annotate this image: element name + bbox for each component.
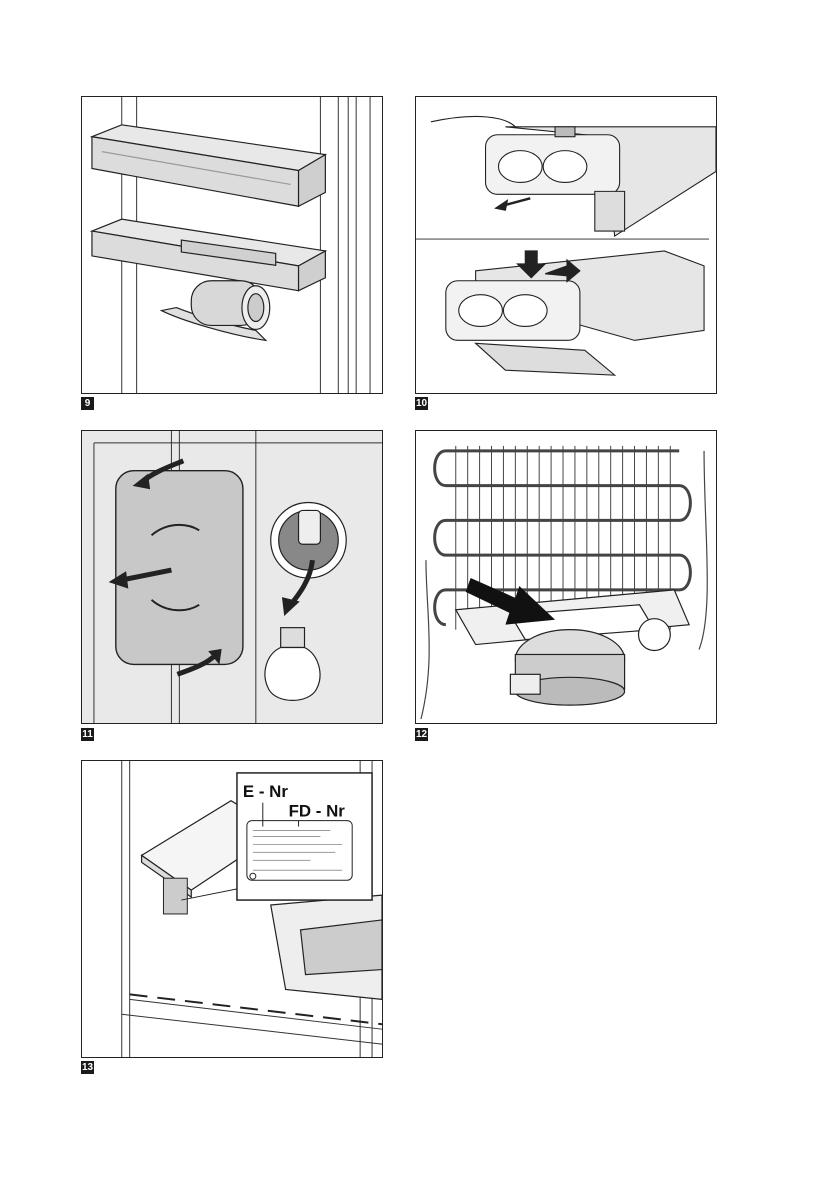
ice-box-illustration (416, 97, 716, 393)
figure-10-ice-box (415, 96, 717, 394)
e-nr-label: E - Nr (243, 782, 288, 801)
condenser-illustration (416, 431, 716, 723)
light-bulb-illustration (82, 431, 382, 723)
figure-number-12: 12 (415, 728, 428, 741)
figure-number-11: 11 (81, 728, 94, 741)
door-shelves-illustration (82, 97, 382, 393)
drawer (271, 895, 382, 999)
figure-number-9: 9 (81, 397, 94, 410)
figure-number-13: 13 (81, 1061, 94, 1074)
upper-door-shelf (92, 125, 325, 206)
lamp-cover (116, 471, 243, 665)
rating-plate-callout: E - Nr FD - Nr (237, 773, 372, 900)
rating-plate-location (163, 878, 187, 914)
rating-plate-illustration: E - Nr FD - Nr (82, 761, 382, 1057)
figure-11-light-bulb (81, 430, 383, 724)
figure-9-door-shelves (81, 96, 383, 394)
fd-nr-label: FD - Nr (289, 802, 346, 821)
figure-number-10: 10 (415, 397, 428, 410)
figure-13-rating-plate: E - Nr FD - Nr (81, 760, 383, 1058)
can-holder (161, 281, 269, 341)
lower-door-shelf (92, 219, 325, 291)
figure-12-condenser (415, 430, 717, 724)
